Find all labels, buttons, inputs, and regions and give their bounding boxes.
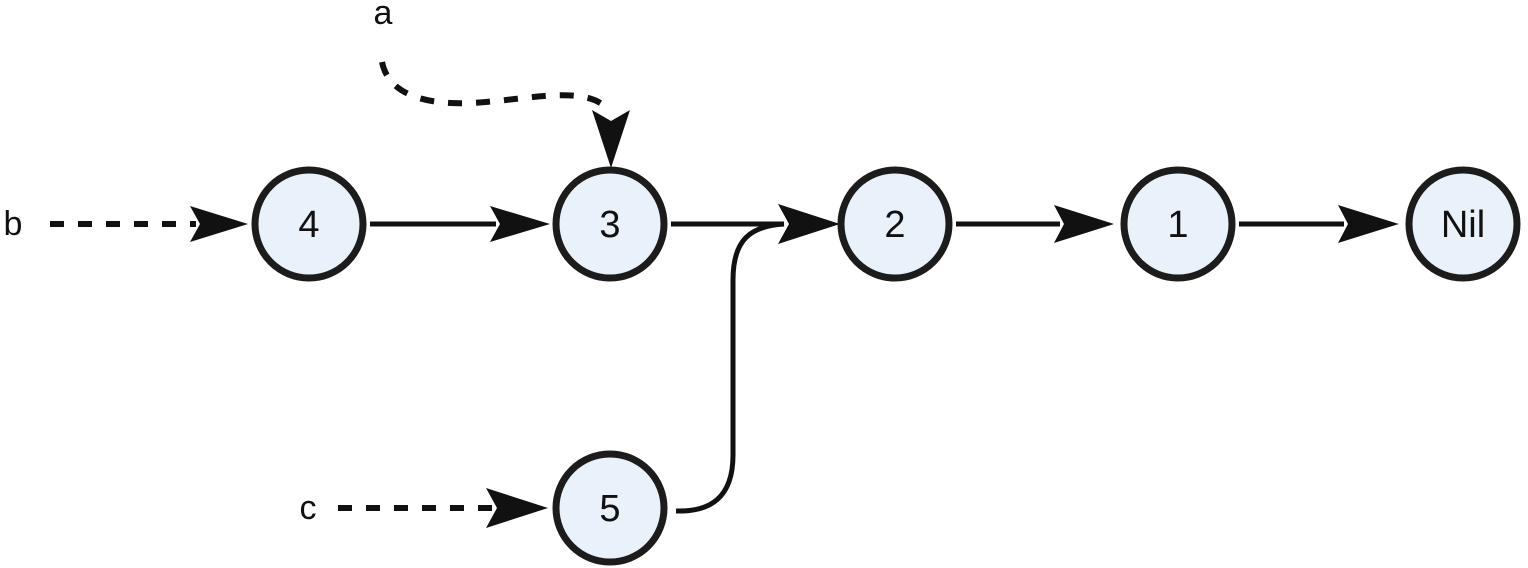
edge-node1-to-nil (1239, 205, 1399, 243)
edge-node2-to-node1 (956, 205, 1114, 243)
edge-b-to-node4-arrowhead (190, 206, 248, 242)
pointer-label-c: c (300, 489, 317, 527)
edge-b-to-node4 (50, 206, 248, 242)
edge-node1-to-nil-arrowhead (1338, 205, 1399, 243)
edge-a-to-node3 (379, 61, 630, 168)
edge-node4-to-node3 (370, 206, 550, 242)
pointer-label-b: b (4, 205, 23, 243)
node-5[interactable]: 5 (552, 450, 668, 566)
node-4-circle[interactable] (251, 166, 367, 282)
node-3[interactable]: 3 (552, 166, 668, 282)
edge-a-to-node3-arrowhead (592, 110, 630, 168)
edge-c-to-node5 (338, 488, 548, 528)
node-2-label: 2 (884, 204, 905, 246)
node-5-circle[interactable] (552, 450, 668, 566)
pointer-label-a: a (374, 0, 393, 32)
node-5-label: 5 (599, 488, 620, 530)
node-nil-circle[interactable] (1405, 166, 1521, 282)
node-3-circle[interactable] (552, 166, 668, 282)
node-1-label: 1 (1167, 204, 1188, 246)
edge-node3-to-node2-arrowhead (778, 204, 840, 244)
edge-node4-to-node3-arrowhead (490, 206, 550, 242)
edge-a-to-node3-curve (379, 61, 604, 107)
node-1-circle[interactable] (1120, 166, 1236, 282)
node-2-circle[interactable] (837, 166, 953, 282)
node-2[interactable]: 2 (837, 166, 953, 282)
node-4[interactable]: 4 (251, 166, 367, 282)
node-nil[interactable]: Nil (1405, 166, 1521, 282)
edge-node5-to-node2-curve (675, 221, 785, 514)
node-1[interactable]: 1 (1120, 166, 1236, 282)
edge-node3-to-node2 (671, 204, 840, 244)
edge-c-to-node5-arrowhead (486, 488, 548, 528)
node-4-label: 4 (298, 204, 319, 246)
edge-node5-to-node2 (675, 221, 785, 514)
node-3-label: 3 (599, 204, 620, 246)
edge-node2-to-node1-arrowhead (1054, 205, 1114, 243)
node-nil-label: Nil (1441, 204, 1485, 246)
